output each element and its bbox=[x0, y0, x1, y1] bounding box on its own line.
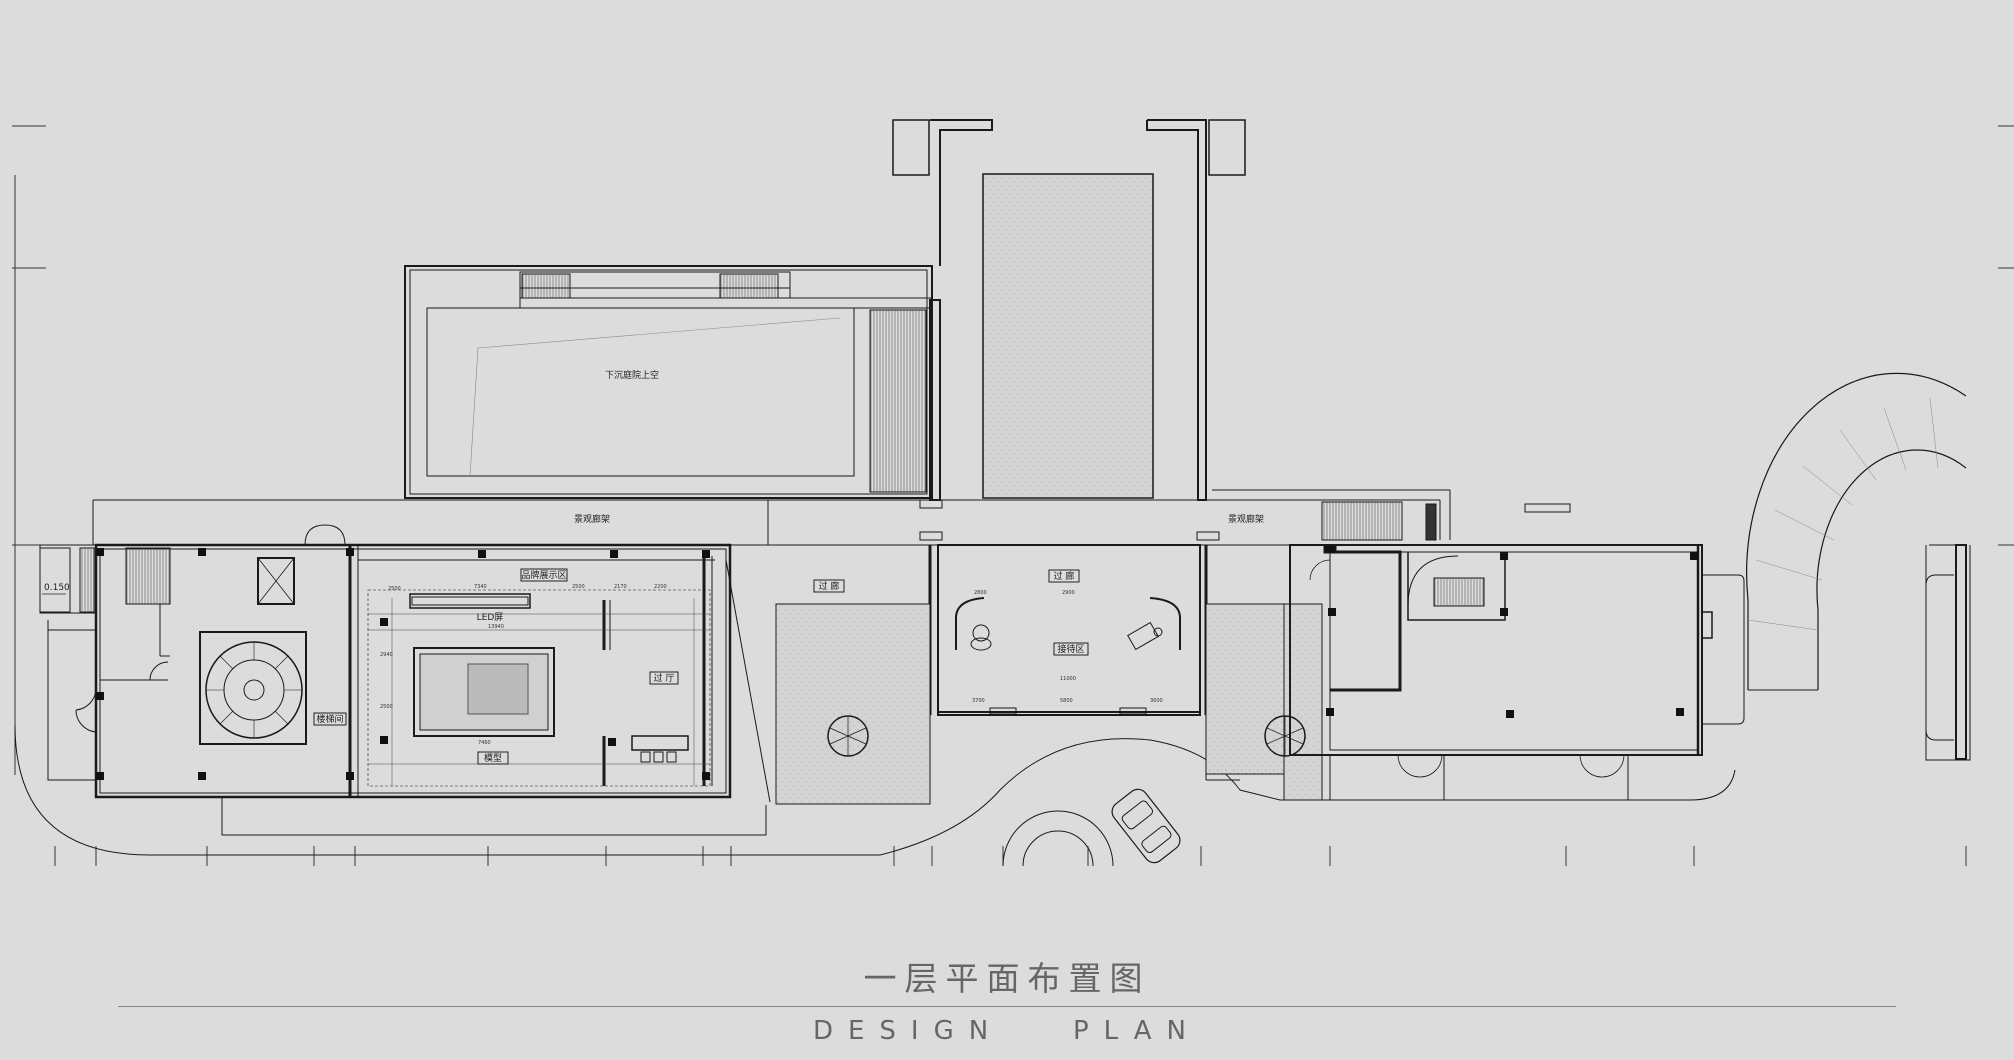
car bbox=[1111, 788, 1181, 864]
stair-room-box bbox=[313, 712, 347, 726]
label-reception: 接待区 bbox=[1057, 643, 1084, 655]
middle-lobby bbox=[775, 544, 1323, 805]
driveway-arc-inner bbox=[1022, 830, 1094, 867]
driveway-arc bbox=[1002, 810, 1114, 867]
dim-2: 7340 bbox=[474, 584, 487, 590]
brand-area-box bbox=[520, 568, 568, 582]
dim-9: 2500 bbox=[380, 704, 393, 710]
dim-5: 2200 bbox=[654, 584, 667, 590]
label-landscape-corridor-2: 景观廊架 bbox=[1228, 513, 1264, 525]
dim-7: 7460 bbox=[478, 740, 491, 746]
site-boundary bbox=[14, 724, 1736, 856]
label-stair-room: 楼梯间 bbox=[316, 713, 343, 725]
label-sunken-courtyard: 下沉庭院上空 bbox=[605, 369, 659, 381]
dim-11: 5800 bbox=[1060, 698, 1073, 704]
central-tower bbox=[892, 119, 1246, 501]
hall-box bbox=[649, 671, 679, 685]
dim-13: 2900 bbox=[1062, 590, 1075, 596]
corridor-1-box bbox=[813, 579, 845, 593]
label-model-area: 模型 bbox=[484, 753, 502, 764]
dim-3: 2500 bbox=[572, 584, 585, 590]
dim-8: 2940 bbox=[380, 652, 393, 658]
tree-left bbox=[827, 715, 869, 757]
sunken-courtyard bbox=[404, 265, 933, 499]
drawing-title-en: DESIGN PLAN bbox=[812, 1016, 1201, 1046]
left-building bbox=[39, 524, 771, 836]
label-corridor-2: 过 廊 bbox=[1054, 570, 1075, 582]
drawing-title-cn: 一层平面布置图 bbox=[863, 959, 1151, 998]
dim-4: 2170 bbox=[614, 584, 627, 590]
dim-10: 11000 bbox=[1060, 676, 1076, 682]
right-building bbox=[1289, 544, 1745, 800]
dim-15: 3600 bbox=[1150, 698, 1163, 704]
tree-right bbox=[1264, 715, 1306, 757]
dim-14: 3700 bbox=[972, 698, 985, 704]
label-hall: 过 厅 bbox=[654, 672, 675, 684]
dimension-labels: 2500 7340 2500 2170 2200 13940 7460 2940… bbox=[380, 584, 1163, 746]
room-labels: 下沉庭院上空 景观廊架 景观廊架 品牌展示区 LED屏 过 廊 过 廊 过 厅 … bbox=[42, 369, 1264, 765]
reception-box bbox=[1053, 642, 1089, 656]
corridor-2-box bbox=[1048, 569, 1080, 583]
curved-ramp bbox=[1746, 372, 1971, 761]
title-divider bbox=[118, 1006, 1896, 1007]
entry-steps bbox=[39, 547, 95, 613]
label-landscape-corridor-1: 景观廊架 bbox=[574, 513, 610, 525]
label-elevation: 0.150 bbox=[44, 583, 70, 593]
axis-ticks bbox=[12, 125, 2014, 866]
label-corridor-1: 过 廊 bbox=[819, 580, 840, 592]
label-led-screen: LED屏 bbox=[477, 612, 504, 623]
dim-6: 13940 bbox=[488, 624, 504, 630]
model-area-box bbox=[477, 751, 509, 765]
label-brand-area: 品牌展示区 bbox=[521, 569, 566, 581]
dim-1: 2500 bbox=[388, 586, 401, 592]
dim-12: 2800 bbox=[974, 590, 987, 596]
